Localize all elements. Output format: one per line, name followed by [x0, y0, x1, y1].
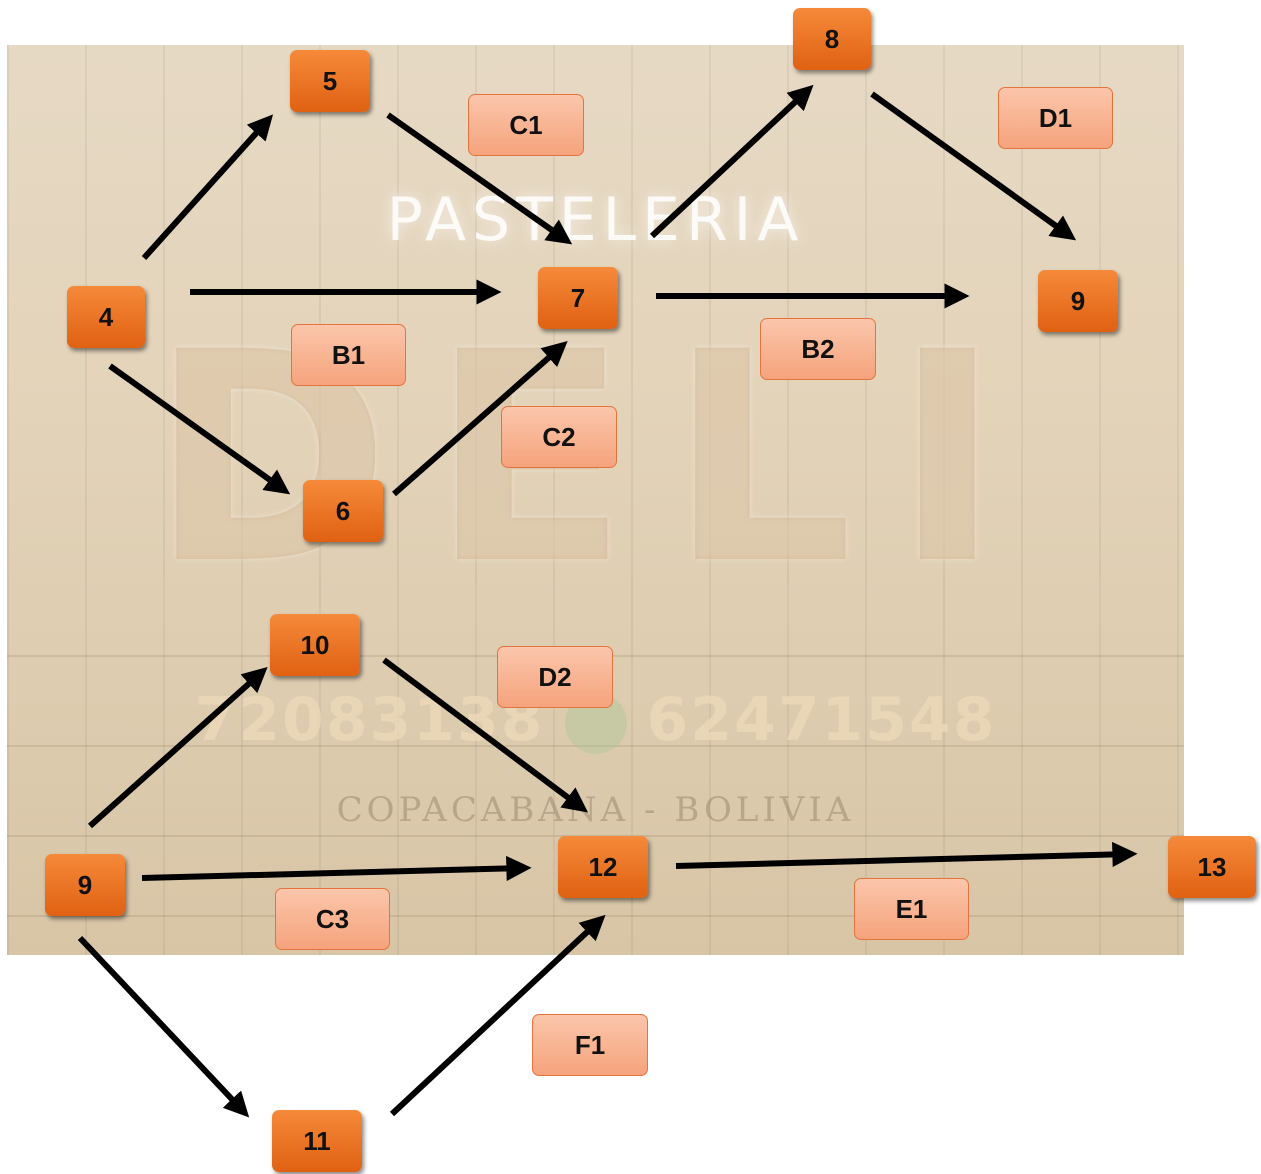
node-5: 5 — [290, 50, 370, 112]
edge-7-8 — [649, 84, 814, 239]
edge-9-11 — [77, 935, 250, 1118]
edge-10-12 — [382, 657, 589, 813]
background-title-small: PASTELERIA — [386, 185, 805, 255]
background-phone-2: 62471548 — [646, 685, 997, 755]
node-12: 12 — [558, 836, 648, 898]
label-f1: F1 — [532, 1014, 648, 1076]
label-c2: C2 — [501, 406, 617, 468]
background-location: COPACABANA - BOLIVIA — [336, 790, 855, 830]
label-c3: C3 — [275, 888, 390, 950]
edge-9-12 — [141, 855, 532, 882]
label-d2: D2 — [497, 646, 613, 708]
label-b1: B1 — [291, 324, 406, 386]
node-9-bottom: 9 — [45, 854, 125, 916]
node-8: 8 — [793, 8, 871, 70]
node-6: 6 — [303, 480, 383, 542]
node-9-top: 9 — [1038, 270, 1118, 332]
edge-12-13 — [675, 841, 1138, 869]
edge-4-6 — [108, 363, 291, 495]
label-e1: E1 — [854, 878, 969, 940]
edge-8-9 — [870, 91, 1077, 241]
edge-6-7 — [392, 341, 568, 497]
node-11: 11 — [272, 1110, 362, 1172]
label-b2: B2 — [760, 318, 876, 380]
edge-9-10 — [87, 666, 268, 829]
node-13: 13 — [1168, 836, 1256, 898]
label-d1: D1 — [998, 87, 1113, 149]
background-phone-1: 72083138 — [194, 685, 545, 755]
edge-11-12 — [389, 914, 606, 1117]
node-10: 10 — [270, 614, 360, 676]
edge-4-5 — [141, 114, 274, 261]
node-4: 4 — [67, 286, 145, 348]
label-c1: C1 — [468, 94, 584, 156]
node-7: 7 — [538, 267, 618, 329]
edge-5-7 — [386, 112, 573, 245]
